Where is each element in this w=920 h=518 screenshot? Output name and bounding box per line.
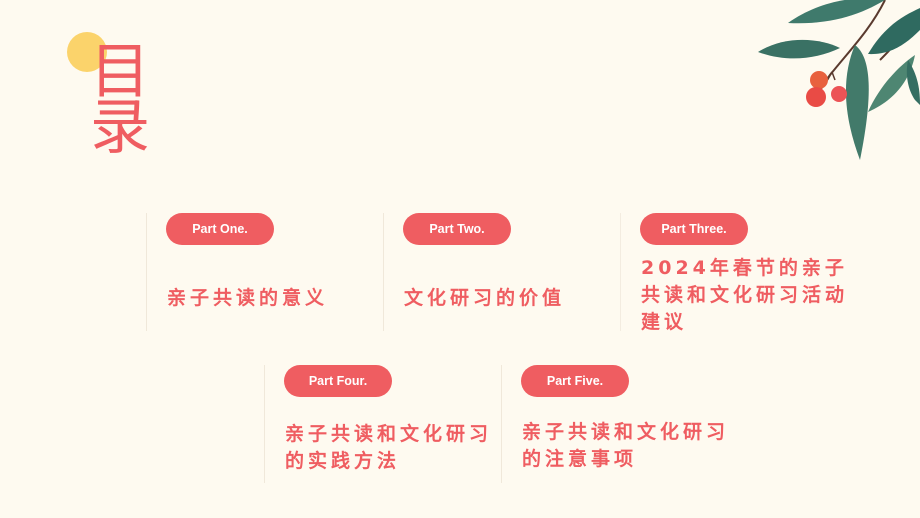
leaf-branch-icon xyxy=(758,0,920,160)
title-char-2: 录 xyxy=(90,93,150,163)
section-heading: 亲子共读的意义 xyxy=(167,287,329,309)
sun-circle-decoration xyxy=(67,32,107,72)
section-card-2[interactable]: Part Two. 文化研习的价值 xyxy=(383,213,620,331)
section-tag-pill: Part Two. xyxy=(403,213,511,245)
title-char-1: 目 xyxy=(90,37,150,107)
section-tag-pill: Part Five. xyxy=(521,365,629,397)
section-heading: 文化研习的价值 xyxy=(404,287,566,309)
section-card-3[interactable]: Part Three. 2024年春节的亲子共读和文化研习活动建议 xyxy=(620,213,857,333)
section-tag-pill: Part One. xyxy=(166,213,274,245)
page-title: 目 录 xyxy=(88,37,152,163)
section-card-1[interactable]: Part One. 亲子共读的意义 xyxy=(146,213,383,331)
section-tag-pill: Part Four. xyxy=(284,365,392,397)
section-heading: 亲子共读和文化研习的实践方法 xyxy=(285,423,493,472)
section-card-4[interactable]: Part Four. 亲子共读和文化研习的实践方法 xyxy=(264,365,501,483)
section-tag-pill: Part Three. xyxy=(640,213,748,245)
section-heading: 2024年春节的亲子共读和文化研习活动建议 xyxy=(641,257,849,333)
section-heading: 亲子共读和文化研习的注意事项 xyxy=(522,421,730,470)
section-card-5[interactable]: Part Five. 亲子共读和文化研习的注意事项 xyxy=(501,365,738,483)
